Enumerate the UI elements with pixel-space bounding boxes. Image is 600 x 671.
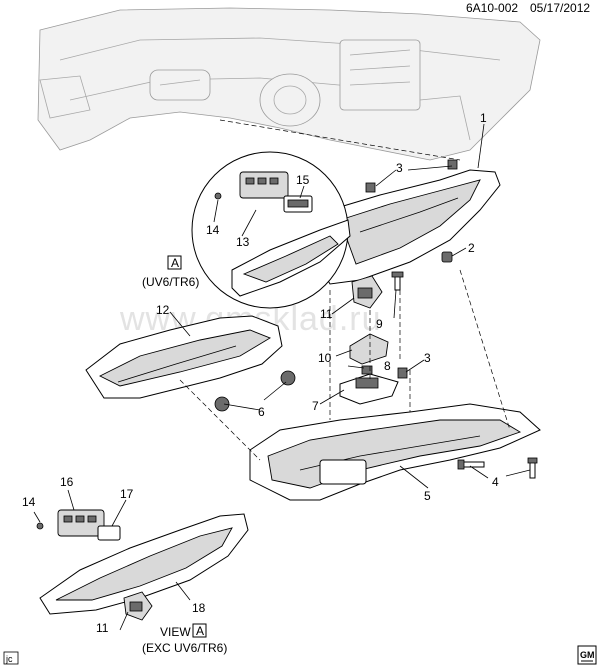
part-5-bracket xyxy=(249,403,541,501)
variant-code: (UV6/TR6) xyxy=(142,275,199,289)
callout-3-upper: 3 xyxy=(396,161,403,175)
corner-tag-text: jc xyxy=(5,654,13,664)
callouts: 1 2 3 3 4 5 6 7 8 9 10 11 11 12 13 14 14… xyxy=(22,111,499,635)
part-4-bolts xyxy=(457,457,538,479)
callout-8: 8 xyxy=(384,359,391,373)
corner-tag: jc xyxy=(3,651,19,665)
callout-14-lower: 14 xyxy=(22,495,36,509)
callout-16: 16 xyxy=(60,475,74,489)
variant-box-letter: A xyxy=(171,256,179,270)
callout-1: 1 xyxy=(480,111,487,125)
diagram-date: 05/17/2012 xyxy=(530,1,590,15)
part-16-17-switches xyxy=(57,509,121,541)
callout-11-lower: 11 xyxy=(96,621,109,635)
instrument-panel-background xyxy=(37,7,541,161)
callout-4: 4 xyxy=(492,475,499,489)
callout-13: 13 xyxy=(236,235,250,249)
variant-label-uv6: A (UV6/TR6) xyxy=(142,255,199,289)
assembly-lines xyxy=(179,119,511,461)
callout-2: 2 xyxy=(468,241,475,255)
part-2-retainer xyxy=(441,251,453,263)
callout-3-lower: 3 xyxy=(424,351,431,365)
callout-11-upper: 11 xyxy=(320,307,333,321)
part-18-trim-panel xyxy=(39,513,249,615)
part-11-switch-lower xyxy=(123,591,153,621)
part-3-clip-lower xyxy=(397,367,408,379)
callout-17: 17 xyxy=(120,487,134,501)
callout-12: 12 xyxy=(156,303,170,317)
part-10-cover xyxy=(349,333,389,365)
callout-6: 6 xyxy=(258,405,265,419)
callout-9: 9 xyxy=(376,317,383,331)
diagram-ref: 6A10-002 xyxy=(466,1,518,15)
view-a-label: VIEW A (EXC UV6/TR6) xyxy=(142,623,227,655)
part-12-column-cover xyxy=(85,315,283,399)
callout-5: 5 xyxy=(424,489,431,503)
part-9-screw xyxy=(391,271,404,291)
part-6-nut-left xyxy=(214,396,230,412)
gm-logo-text: GM xyxy=(580,650,595,660)
callout-10: 10 xyxy=(318,351,332,365)
part-3-clip-upper xyxy=(365,182,376,193)
view-note: (EXC UV6/TR6) xyxy=(142,641,227,655)
callout-14-upper: 14 xyxy=(206,223,220,237)
leader-lines xyxy=(33,123,531,631)
part-3-clip-top xyxy=(447,159,458,170)
gm-logo: GM xyxy=(577,645,597,665)
part-14-screw-lower xyxy=(36,522,44,530)
callout-7: 7 xyxy=(312,399,319,413)
callout-18: 18 xyxy=(192,601,206,615)
part-1-trim-panel xyxy=(321,169,501,285)
view-word: VIEW xyxy=(160,625,191,639)
callout-15: 15 xyxy=(296,173,310,187)
part-6-nut-right xyxy=(280,370,296,386)
view-letter: A xyxy=(196,624,204,638)
detail-circle-a xyxy=(191,151,351,309)
